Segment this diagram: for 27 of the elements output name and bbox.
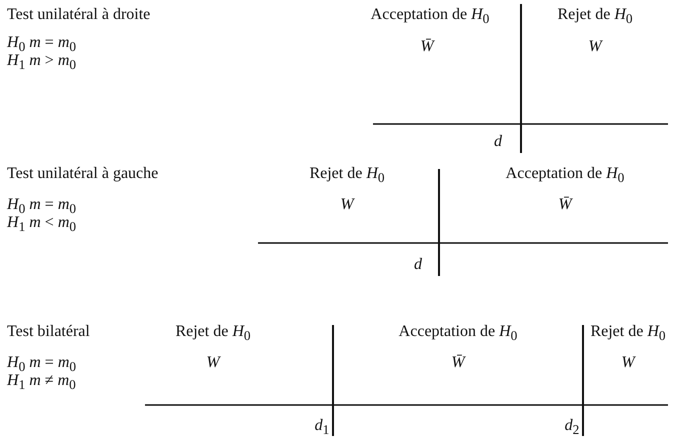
region-symbol: W xyxy=(340,196,354,214)
region-symbol: W̄ xyxy=(558,196,572,214)
region-label: Rejet de H$_{0}$ xyxy=(557,6,633,28)
region-symbol: W xyxy=(588,38,602,56)
hypothesis-text: H$_{1}$ m > m$_{0}$ xyxy=(7,52,76,74)
test-title: Test unilatéral à gauche xyxy=(7,165,158,183)
threshold-label: d$_{1}$ xyxy=(314,417,330,440)
region-symbol: W̄ xyxy=(451,354,465,372)
hypothesis-text: H$_{0}$ m = m$_{0}$ xyxy=(7,196,76,216)
region-symbol: W̄ xyxy=(420,38,434,56)
test-title: Test bilatéral xyxy=(7,323,90,341)
region-label: Rejet de H$_{0}$ xyxy=(175,323,251,346)
region-symbol: W xyxy=(621,354,635,372)
hypothesis-text: H$_{1}$ m < m$_{0}$ xyxy=(7,214,76,236)
hypothesis-text: H$_{1}$ m ≠ m$_{0}$ xyxy=(7,372,76,394)
region-label: Acceptation de H$_{0}$ xyxy=(398,323,518,346)
region-label: Rejet de H$_{0}$ xyxy=(309,165,385,188)
region-label: Acceptation de H$_{0}$ xyxy=(370,6,490,28)
region-label: Rejet de H$_{0}$ xyxy=(590,323,666,346)
threshold-label: d xyxy=(414,256,422,274)
region-label: Acceptation de H$_{0}$ xyxy=(506,165,624,188)
threshold-label: d xyxy=(494,133,502,151)
threshold-label: d$_{2}$ xyxy=(564,417,580,440)
hypothesis-text: H$_{0}$ m = m$_{0}$ xyxy=(7,354,76,374)
hypothesis-text: H$_{0}$ m = m$_{0}$ xyxy=(7,34,76,54)
test-title: Test unilatéral à droite xyxy=(7,6,150,24)
region-symbol: W xyxy=(206,354,220,372)
